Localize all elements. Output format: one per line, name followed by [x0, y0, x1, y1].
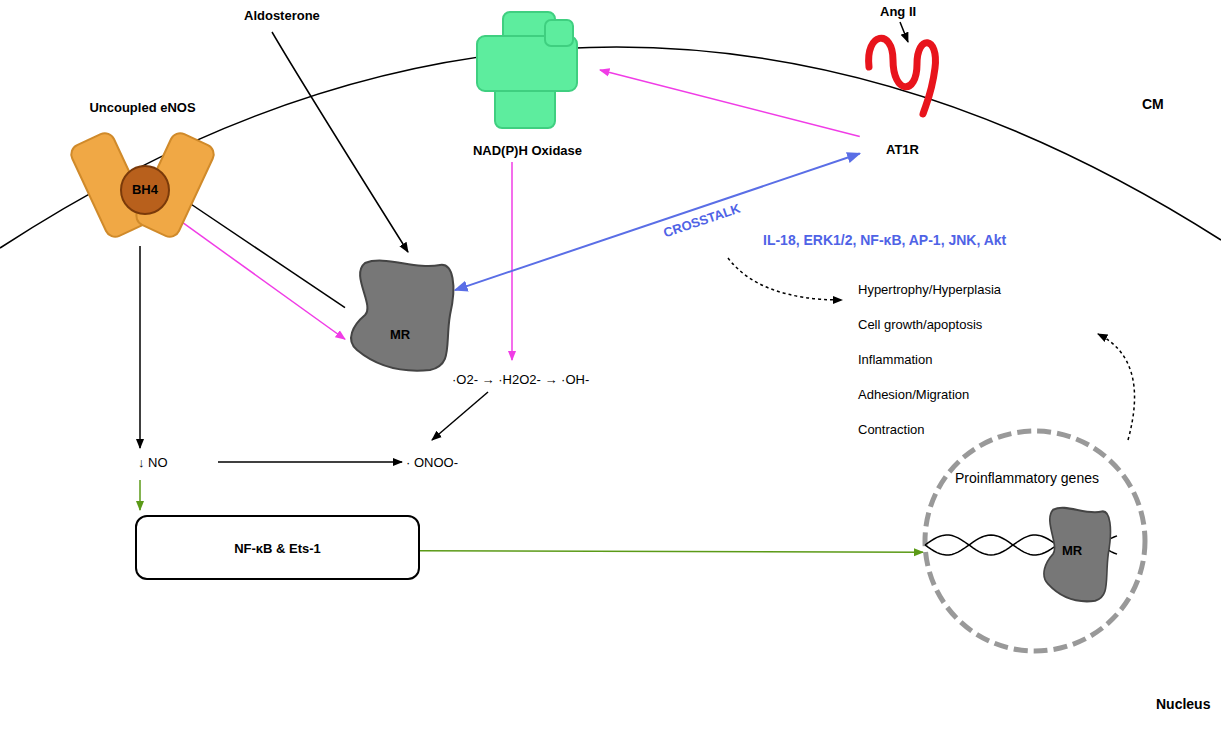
ligand-label: Ang II [880, 4, 916, 20]
connector-arrow [420, 551, 923, 553]
nadph-oxidase-outline [455, 8, 600, 163]
pathway-list: IL-18, ERK1/2, NF-κB, AP-1, JNK, Akt [763, 232, 1006, 248]
transcription-box-label: NF-κB & Ets-1 [137, 541, 418, 557]
peroxynitrite-label: · ONOO- [406, 455, 458, 471]
bh4-cofactor-label: BH4 [120, 182, 170, 198]
enos-no-arrow [139, 246, 141, 448]
effect-item: Adhesion/Migration [858, 387, 969, 403]
ros-arrow [511, 162, 513, 360]
signal-dashed-arrow [728, 258, 842, 300]
effect-item: Inflammation [858, 352, 932, 368]
nadph-oxidase: NAD(P)H Oxidase [455, 8, 600, 163]
connector-arrow [600, 70, 860, 136]
bh4-cofactor: BH4 [120, 165, 170, 215]
hormone-label: Aldosterone [244, 8, 320, 24]
nucleus-label: Proinflammatory genes [955, 470, 1099, 486]
effect-item: Contraction [858, 422, 924, 438]
connector-arrow [455, 154, 860, 291]
mr-receptor: MR [345, 255, 455, 372]
connector-arrow [170, 190, 345, 308]
effect-item: Hypertrophy/Hyperplasia [858, 282, 1001, 298]
mr-receptor: MR [1040, 503, 1112, 603]
mr-receptor-outline [345, 255, 455, 372]
ros-onoo-arrow [432, 392, 488, 440]
nucleus-label: Nucleus [1156, 696, 1210, 712]
at1r-receptor: AT1R [855, 22, 950, 165]
no-label: ↓ NO [138, 455, 168, 471]
no-onoo-arrow [218, 461, 402, 463]
aldosterone-arrow [272, 32, 408, 252]
effect-item: Cell growth/apoptosis [858, 317, 982, 333]
at1r-receptor-label: AT1R [855, 142, 950, 158]
enos-protein: Uncoupled eNOS BH4 [60, 100, 225, 245]
membrane-label: CM [1142, 96, 1164, 112]
enos-protein-label: Uncoupled eNOS [60, 100, 225, 116]
ros-cascade: ·O2- → ·H2O2- → ·OH- [452, 372, 589, 388]
cell-membrane [0, 47, 1221, 248]
no-nfkb-arrow [139, 480, 141, 510]
nucleus-outline [922, 428, 1148, 654]
nucleus-dashed-arrow [1098, 334, 1135, 440]
nadph-oxidase-label: NAD(P)H Oxidase [455, 143, 600, 159]
mr-receptor-label: MR [1062, 543, 1082, 559]
connector-arrow [176, 217, 346, 339]
mr-receptor-label: MR [345, 327, 455, 343]
angii-arrow [900, 22, 908, 42]
transcription-box: NF-κB & Ets-1 [135, 515, 420, 580]
nucleus: Proinflammatory genesNucleusMR [922, 428, 1148, 654]
